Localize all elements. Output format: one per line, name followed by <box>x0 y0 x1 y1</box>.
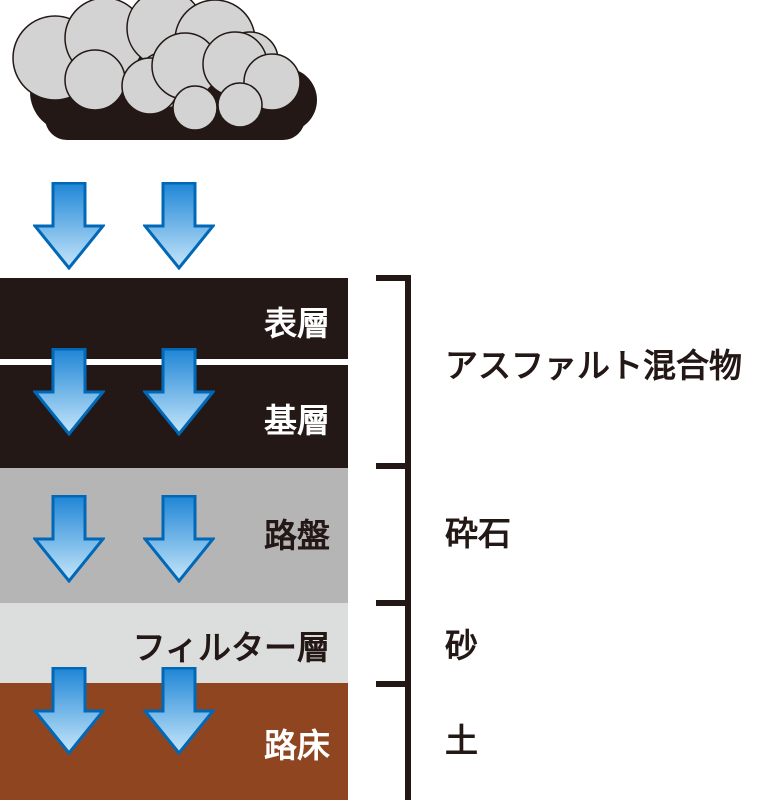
down-arrow-icon <box>33 182 105 270</box>
material-label-sand: 砂 <box>445 626 478 665</box>
layer-label-base: 基層 <box>264 401 330 440</box>
layer-label-surface: 表層 <box>264 304 330 343</box>
material-label-soil: 土 <box>445 721 478 760</box>
material-labels: アスファルト混合物 砕石 砂 土 <box>445 346 742 760</box>
material-label-crushed-stone: 砕石 <box>445 514 511 553</box>
rain-arrows-top <box>33 182 215 270</box>
layer-label-subgrade: 路床 <box>264 726 330 765</box>
down-arrow-icon <box>143 182 215 270</box>
cloud-body-front <box>121 31 301 131</box>
rain-cloud-icon <box>12 0 317 140</box>
material-label-asphalt: アスファルト混合物 <box>445 346 742 385</box>
material-bracket <box>376 275 411 800</box>
layer-label-filter: フィルター層 <box>133 628 330 667</box>
layer-labels: 表層 基層 路盤 フィルター層 路床 <box>133 304 330 765</box>
layer-label-roadbed: 路盤 <box>264 516 330 555</box>
